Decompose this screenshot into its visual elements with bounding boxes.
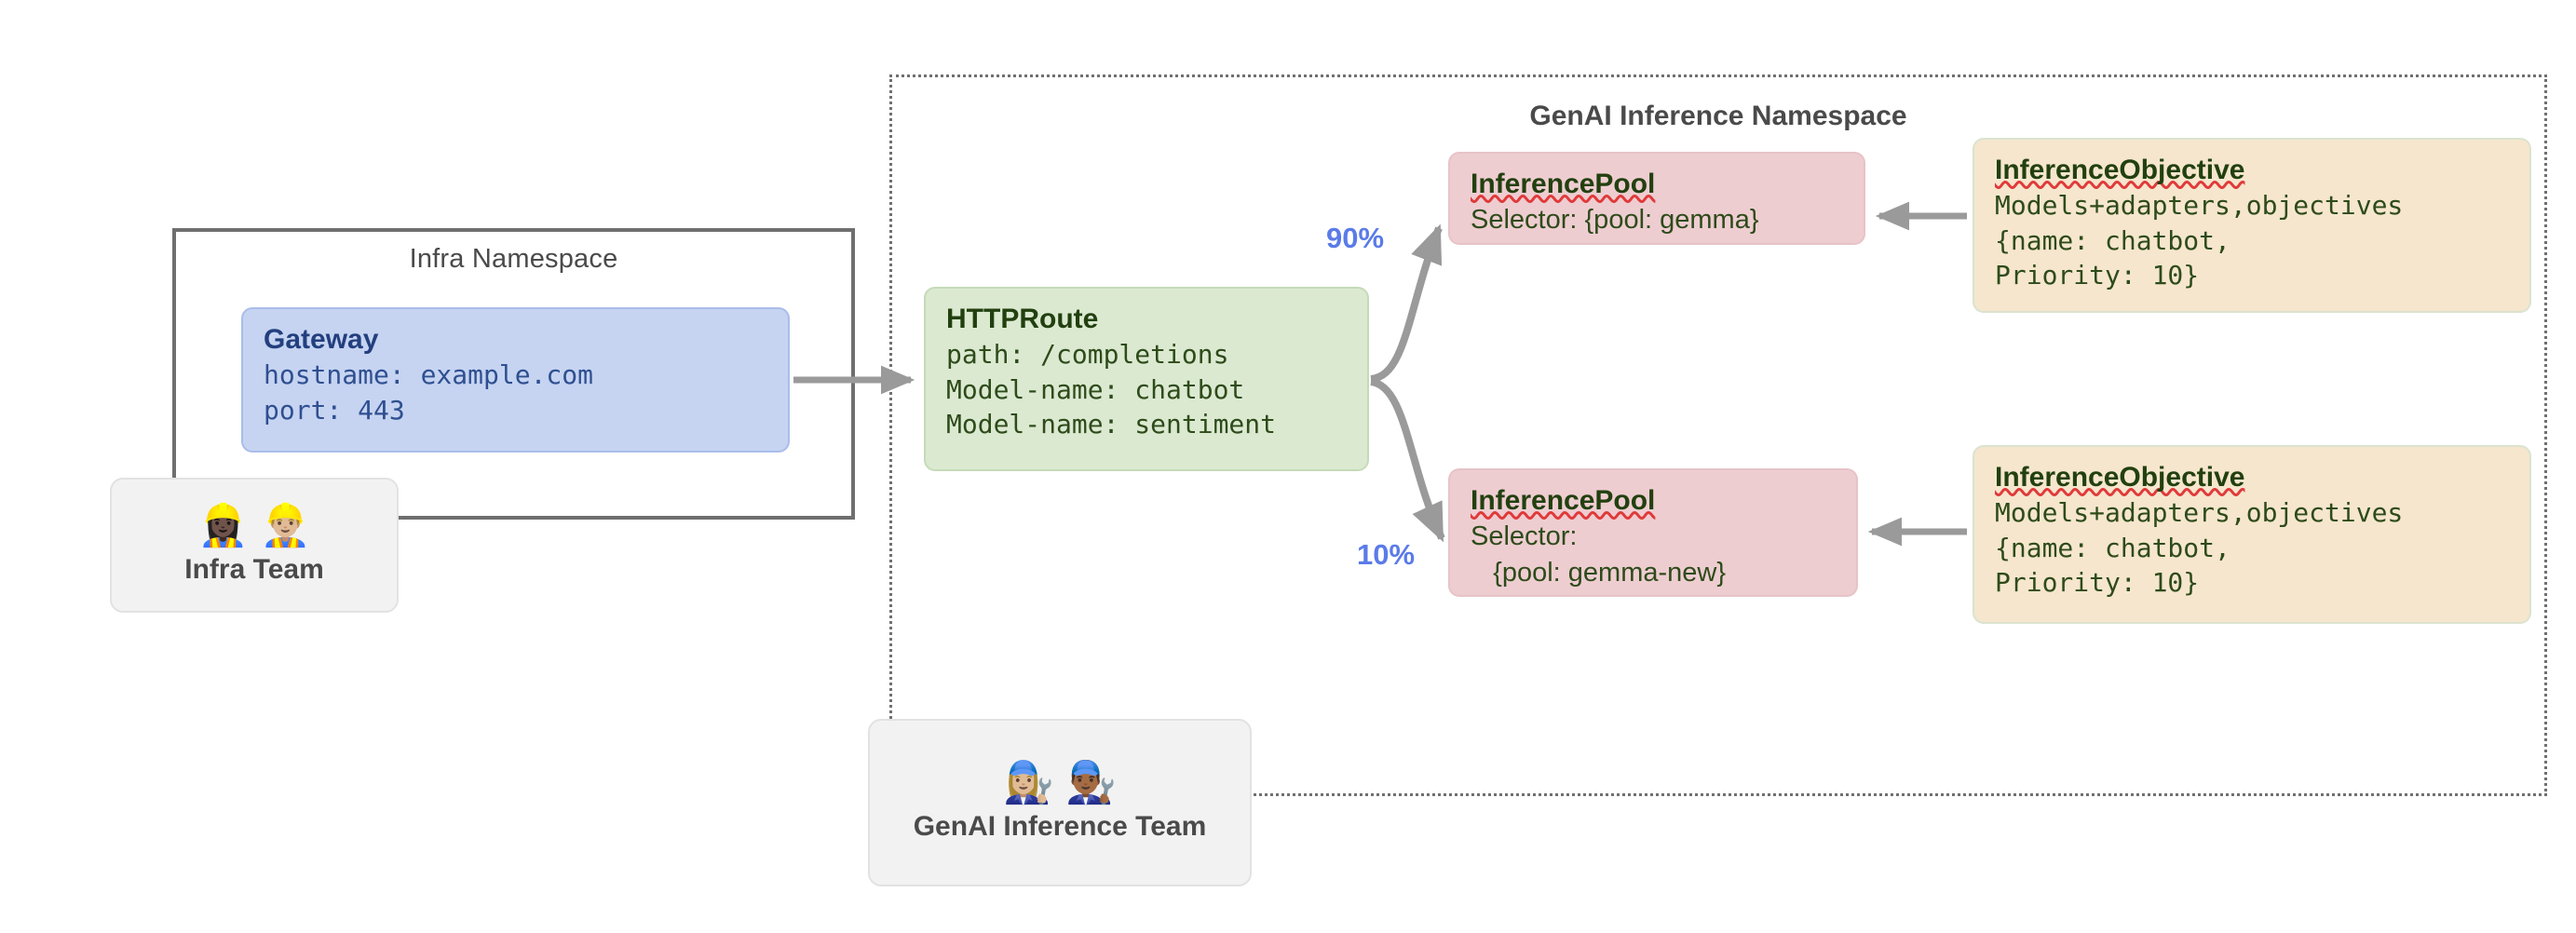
mechanics-icon: 👩🏼‍🔧👨🏾‍🔧 — [1003, 760, 1128, 805]
gateway-port: port: 443 — [264, 394, 405, 426]
node-inferencepool-gemma[interactable]: InferencePool Selector: {pool: gemma} — [1448, 152, 1865, 245]
traffic-weight-10: 10% — [1357, 538, 1416, 571]
inferenceobjective-top-name: {name: chatbot, — [1995, 224, 2230, 256]
genai-namespace-boundary — [889, 74, 2547, 796]
node-gateway[interactable]: Gateway hostname: example.com port: 443 — [241, 307, 790, 453]
inferenceobjective-top-title: InferenceObjective — [1995, 155, 2245, 185]
infra-namespace-title: Infra Namespace — [409, 244, 618, 274]
node-inferenceobjective-top[interactable]: InferenceObjective Models+adapters,objec… — [1973, 138, 2531, 313]
team-card-genai-inference[interactable]: 👩🏼‍🔧👨🏾‍🔧 GenAI Inference Team — [868, 719, 1252, 886]
httproute-title: HTTPRoute — [946, 304, 1099, 334]
traffic-weight-90: 90% — [1326, 222, 1385, 254]
node-httproute[interactable]: HTTPRoute path: /completions Model-name:… — [924, 287, 1369, 471]
inferencepool-gemma-title: InferencePool — [1471, 169, 1656, 199]
infra-namespace-boundary — [172, 228, 855, 520]
gateway-hostname: hostname: example.com — [264, 359, 594, 391]
inferencepool-gemma-new-selector-value: {pool: gemma-new} — [1471, 558, 1727, 588]
inferencepool-gemma-new-selector-label: Selector: — [1471, 521, 1578, 552]
httproute-path: path: /completions — [946, 339, 1229, 371]
genai-namespace-title: GenAI Inference Namespace — [1529, 101, 1907, 131]
httproute-model-name-chatbot: Model-name: chatbot — [946, 373, 1245, 405]
genai-inference-team-label: GenAI Inference Team — [913, 811, 1207, 842]
node-inferencepool-gemma-new[interactable]: InferencePool Selector: {pool: gemma-new… — [1448, 468, 1858, 597]
gateway-title: Gateway — [264, 324, 379, 355]
infra-team-label: Infra Team — [184, 553, 324, 585]
node-inferenceobjective-bottom[interactable]: InferenceObjective Models+adapters,objec… — [1973, 445, 2531, 624]
inferenceobjective-bottom-priority: Priority: 10} — [1995, 567, 2200, 599]
inferenceobjective-top-models: Models+adapters,objectives — [1995, 190, 2404, 222]
inferenceobjective-top-priority: Priority: 10} — [1995, 260, 2200, 291]
inferenceobjective-bottom-title: InferenceObjective — [1995, 462, 2245, 493]
inferenceobjective-bottom-models: Models+adapters,objectives — [1995, 497, 2404, 529]
inferenceobjective-bottom-name: {name: chatbot, — [1995, 532, 2230, 563]
httproute-model-name-sentiment: Model-name: sentiment — [946, 409, 1277, 440]
team-card-infra[interactable]: 👷🏿‍♀️👷🏼‍♂️ Infra Team — [110, 478, 399, 613]
construction-workers-icon: 👷🏿‍♀️👷🏼‍♂️ — [197, 502, 322, 548]
inferencepool-gemma-selector: Selector: {pool: gemma} — [1471, 205, 1759, 236]
inferencepool-gemma-new-title: InferencePool — [1471, 485, 1656, 516]
